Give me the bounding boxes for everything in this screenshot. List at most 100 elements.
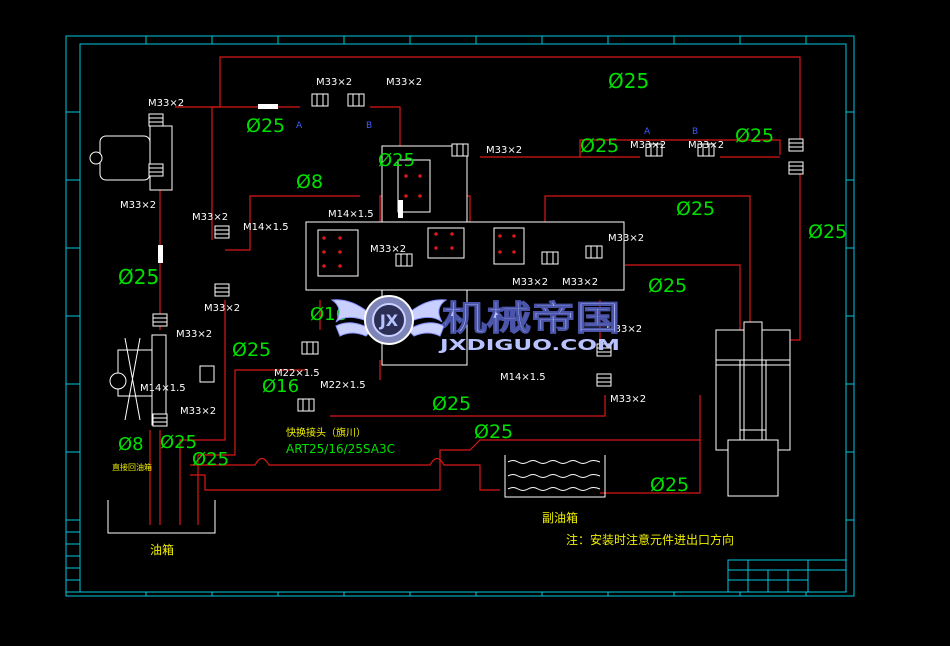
manifold-port-dot bbox=[498, 250, 502, 254]
pipe-fitting-icon bbox=[596, 373, 612, 387]
pipe-size-label-aux-outlet: Ø25 bbox=[650, 474, 689, 496]
pipe-fitting-icon bbox=[152, 413, 168, 427]
pipe-fitting-icon bbox=[311, 93, 329, 107]
pipe-size-label-aux-tank: Ø25 bbox=[474, 421, 513, 443]
fitting-symbols bbox=[148, 93, 804, 427]
manifold-port-dot bbox=[434, 246, 438, 250]
pipe-fitting-icon bbox=[788, 161, 804, 175]
main-oil-tank bbox=[107, 500, 216, 534]
pipe-size-label-pilot: Ø8 bbox=[296, 171, 323, 193]
manifold-port-dot bbox=[322, 236, 326, 240]
drawing-frame bbox=[65, 35, 855, 597]
hydraulic-pump-motor bbox=[89, 125, 215, 426]
port-label-b-left: B bbox=[366, 121, 372, 131]
title-block bbox=[727, 559, 847, 593]
pipe-size-label-far-right: Ø25 bbox=[735, 125, 774, 147]
pipe-size-label-top-return: Ø25 bbox=[608, 69, 649, 93]
fitting-label-check-valve-in: M33×2 bbox=[316, 77, 352, 88]
manifold-port-dot bbox=[418, 194, 422, 198]
pipe-fitting-icon bbox=[788, 138, 804, 152]
pipe-fitting-icon bbox=[301, 341, 319, 355]
pipe-size-label-cylinder-feed: Ø25 bbox=[676, 198, 715, 220]
manifold-port-dot bbox=[450, 232, 454, 236]
pipe-size-label-return-low: Ø25 bbox=[192, 449, 229, 470]
manifold-port-dot bbox=[338, 250, 342, 254]
pipe-fitting-icon bbox=[148, 113, 164, 127]
manifold-port-dot bbox=[434, 232, 438, 236]
manifold-port-dot bbox=[404, 194, 408, 198]
pipe-size-label-quick-joint: Ø16 bbox=[262, 376, 299, 397]
fitting-label-pump-outlet: M33×2 bbox=[180, 406, 216, 417]
quick-joint-label: 快换接头（旗川） bbox=[286, 426, 366, 439]
fitting-label-filter-top: M33×2 bbox=[192, 212, 228, 223]
fitting-label-manifold-outlet: M33×2 bbox=[486, 145, 522, 156]
pipe-size-label-right-feed: Ø25 bbox=[580, 135, 619, 157]
main-tank-label: 油箱 bbox=[150, 542, 174, 557]
manifold-port-dot bbox=[338, 264, 342, 268]
pipe-fitting-icon bbox=[297, 398, 315, 412]
fitting-label-right-bottom: M33×2 bbox=[610, 394, 646, 405]
fitting-label-valve-a: M33×2 bbox=[512, 277, 548, 288]
pipe-size-label-pump-outlet: Ø25 bbox=[232, 339, 271, 361]
pipe-fitting-icon bbox=[152, 313, 168, 327]
pipe-size-label-drain: Ø8 bbox=[118, 434, 144, 455]
manifold-port-dot bbox=[418, 174, 422, 178]
pipe-fitting-icon bbox=[451, 143, 469, 157]
pipe-fitting-icon bbox=[148, 163, 164, 177]
fitting-label-check-valve-out: M33×2 bbox=[386, 77, 422, 88]
pipe-fitting-icon bbox=[214, 283, 230, 297]
pipe-fitting-icon bbox=[645, 143, 663, 157]
manifold-port-dot bbox=[512, 234, 516, 238]
pipe-fitting-icon bbox=[398, 200, 403, 218]
pipe-size-label-cylinder-return: Ø25 bbox=[808, 221, 847, 243]
manifold-port-dot bbox=[322, 264, 326, 268]
revision-block bbox=[65, 519, 81, 593]
pipe-fitting-icon bbox=[596, 343, 612, 357]
direct-return-label: 直接回油箱 bbox=[112, 462, 152, 472]
pipe-size-label-manifold-top: Ø25 bbox=[378, 150, 415, 171]
pipe-fitting-icon bbox=[585, 245, 603, 259]
logo-brand-text: 机械帝国 bbox=[442, 299, 620, 339]
part-number-label: ART25/16/25SA3C bbox=[286, 442, 395, 456]
pipe-size-label-return-left: Ø25 bbox=[160, 432, 197, 453]
fitting-label-valve-b: M33×2 bbox=[562, 277, 598, 288]
manifold-port-dot bbox=[450, 246, 454, 250]
pipe-size-label-suction: Ø25 bbox=[118, 265, 159, 289]
logo-emblem-text: JX bbox=[379, 311, 399, 330]
fitting-label-right-check-in: M33×2 bbox=[630, 140, 666, 151]
site-logo: JX 机械帝国 JXDIGUO.COM bbox=[330, 295, 621, 354]
port-label-a-right: A bbox=[644, 127, 651, 137]
fitting-label-pump-bottom: M33×2 bbox=[120, 200, 156, 211]
fitting-label-right-lower: M33×2 bbox=[606, 324, 642, 335]
fitting-label-filter-bottom: M33×2 bbox=[204, 303, 240, 314]
pipe-fitting-icon bbox=[395, 253, 413, 267]
fitting-label-m22-bottom: M22×1.5 bbox=[320, 380, 366, 391]
manifold-port-dot bbox=[338, 236, 342, 240]
manifold-port-dot bbox=[512, 250, 516, 254]
fitting-label-pump-m14: M14×1.5 bbox=[140, 383, 186, 394]
pipe-size-label-upper-left: Ø25 bbox=[246, 115, 285, 137]
pipe-size-label-return-main: Ø25 bbox=[432, 393, 471, 415]
pipe-fitting-icon bbox=[258, 104, 278, 109]
hydraulic-cylinder bbox=[715, 321, 791, 497]
pipe-fitting-icon bbox=[158, 245, 163, 263]
aux-oil-tank bbox=[504, 455, 606, 498]
manifold-port-dot bbox=[322, 250, 326, 254]
port-label-b-right: B bbox=[692, 127, 698, 137]
fitting-label-m14-top: M14×1.5 bbox=[328, 209, 374, 220]
fitting-label-right-check-out: M33×2 bbox=[688, 140, 724, 151]
port-label-a-left: A bbox=[296, 121, 303, 131]
fitting-label-m22-top: M22×1.5 bbox=[274, 368, 320, 379]
pipe-fitting-icon bbox=[214, 225, 230, 239]
pipe-size-label-cylinder-mid: Ø25 bbox=[648, 275, 687, 297]
pipe-fitting-icon bbox=[541, 251, 559, 265]
fitting-label-pump-inlet: M33×2 bbox=[176, 329, 212, 340]
fitting-label-pump-top: M33×2 bbox=[148, 98, 184, 109]
logo-url-text: JXDIGUO.COM bbox=[438, 336, 620, 354]
fitting-label-manifold-mid: M33×2 bbox=[370, 244, 406, 255]
pipe-network bbox=[149, 56, 801, 525]
fitting-label-filter-gauge: M14×1.5 bbox=[243, 222, 289, 233]
fitting-label-m14-gauge: M14×1.5 bbox=[500, 372, 546, 383]
fitting-label-manifold-right: M33×2 bbox=[608, 233, 644, 244]
